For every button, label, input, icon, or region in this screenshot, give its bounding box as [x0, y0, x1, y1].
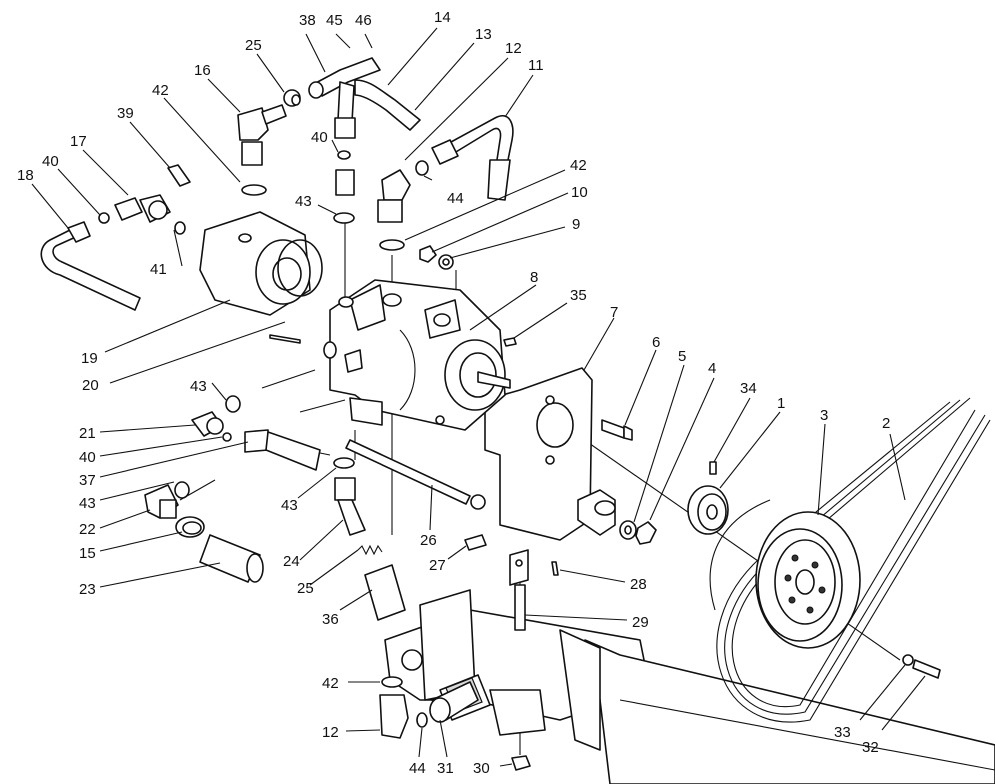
clamp-15 [175, 516, 205, 538]
callout-12-top: 12 [505, 40, 522, 57]
callout-28: 28 [630, 576, 647, 593]
plate-36 [364, 564, 406, 621]
callout-15: 15 [79, 545, 96, 562]
link-29 [509, 549, 529, 631]
callout-11: 11 [528, 57, 544, 74]
callout-43-left: 43 [79, 495, 96, 512]
fitting-13 [333, 150, 355, 224]
callout-25-low: 25 [297, 580, 314, 597]
callout-17: 17 [70, 133, 87, 150]
fitting-24 [333, 457, 366, 536]
callout-2: 2 [882, 415, 890, 432]
callout-37: 37 [79, 472, 96, 489]
spring-25-lower [357, 544, 383, 556]
elbow-12-top [377, 160, 429, 251]
lower-fittings [379, 676, 531, 771]
callout-3: 3 [820, 407, 828, 424]
chassis-frame [384, 589, 995, 784]
hydraulic-pump-main [323, 279, 511, 431]
fitting-17 [98, 194, 186, 235]
nut-and-washer [619, 520, 657, 545]
callout-39: 39 [117, 105, 134, 122]
callout-36: 36 [322, 611, 339, 628]
pin-27 [464, 534, 487, 551]
callout-27: 27 [429, 557, 446, 574]
clamp-25-top [283, 89, 301, 107]
callout-30: 30 [473, 760, 490, 777]
mount-plate [484, 367, 616, 541]
callout-20: 20 [82, 377, 99, 394]
callout-40-left: 40 [42, 153, 59, 170]
hose-18 [40, 221, 141, 311]
callout-8: 8 [530, 269, 538, 286]
callout-43-mid: 43 [190, 378, 207, 395]
callout-34: 34 [740, 380, 757, 397]
callout-22: 22 [79, 521, 96, 538]
callout-44-low: 44 [409, 760, 426, 777]
cotter-28 [551, 561, 559, 576]
callout-6: 6 [652, 334, 660, 351]
callout-26: 26 [420, 532, 437, 549]
callout-1: 1 [777, 395, 785, 412]
callout-33: 33 [834, 724, 851, 741]
callout-42-top: 42 [152, 82, 169, 99]
callout-29: 29 [632, 614, 649, 631]
rod-26 [345, 439, 486, 510]
callout-12-low: 12 [322, 724, 339, 741]
callout-5: 5 [678, 348, 686, 365]
callout-44-top: 44 [447, 190, 464, 207]
bolt-32 [902, 654, 941, 679]
callout-25-top: 25 [245, 37, 262, 54]
key-35 [503, 337, 517, 347]
nut-washer-9-10 [419, 245, 454, 270]
callout-41: 41 [150, 261, 167, 278]
callout-16: 16 [194, 62, 211, 79]
callout-42-right: 42 [570, 157, 587, 174]
bolt-6 [601, 419, 633, 441]
callout-23: 23 [79, 581, 96, 598]
callout-21: 21 [79, 425, 96, 442]
hose-23 [199, 534, 264, 583]
leader-lines [31, 27, 926, 767]
callout-18: 18 [17, 167, 34, 184]
callout-35: 35 [570, 287, 587, 304]
callout-45: 45 [326, 12, 343, 29]
callout-19: 19 [81, 350, 98, 367]
callout-42-low: 42 [322, 675, 339, 692]
aux-pump [199, 211, 323, 344]
callout-24: 24 [283, 553, 300, 570]
callout-43-top: 43 [295, 193, 312, 210]
callout-32: 32 [862, 739, 879, 756]
hose-11 [431, 115, 514, 201]
callout-38: 38 [299, 12, 316, 29]
bolt-39 [167, 164, 191, 187]
callout-31: 31 [437, 760, 454, 777]
callout-40-mid: 40 [79, 449, 96, 466]
pulley-hub [687, 461, 729, 535]
callout-14: 14 [434, 9, 451, 26]
callout-13: 13 [475, 26, 492, 43]
elbow-22 [144, 481, 190, 519]
callout-10: 10 [571, 184, 588, 201]
fitting-21 [191, 395, 241, 442]
callout-40-top: 40 [311, 129, 328, 146]
callout-46: 46 [355, 12, 372, 29]
hose-14 [308, 57, 421, 139]
pulley [755, 511, 861, 649]
fitting-16 [237, 104, 287, 196]
callout-labels: 38 45 46 14 13 12 11 25 16 42 39 17 40 1… [17, 9, 890, 777]
callout-9: 9 [572, 216, 580, 233]
callout-43-low: 43 [281, 497, 298, 514]
callout-4: 4 [708, 360, 716, 377]
callout-7: 7 [610, 304, 618, 321]
hose-37 [244, 429, 321, 471]
